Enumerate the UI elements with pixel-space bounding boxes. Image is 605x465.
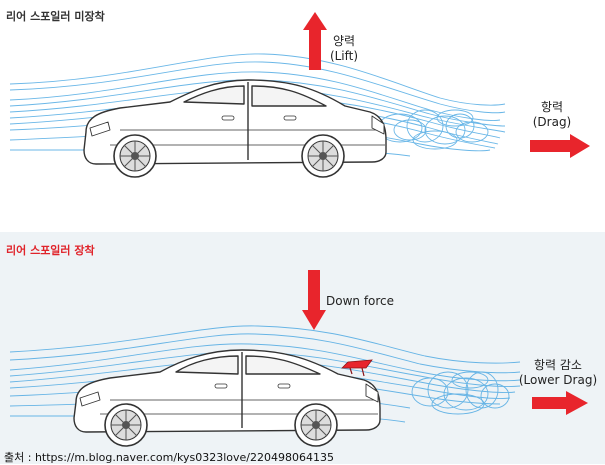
downforce-label: Down force	[326, 294, 394, 309]
source-credit: 출처 : https://m.blog.naver.com/kys0323lov…	[4, 449, 334, 465]
bottom-panel: 리어 스포일러 장착	[0, 232, 605, 464]
lift-label-en: (Lift)	[322, 49, 366, 64]
car-bottom-front-wheel	[105, 404, 147, 446]
lower-drag-label-ko: 항력 감소	[512, 358, 604, 373]
drag-label-en: (Drag)	[526, 115, 578, 130]
bottom-diagram	[0, 232, 605, 464]
lower-drag-label-en: (Lower Drag)	[512, 373, 604, 388]
car-top-front-wheel	[114, 135, 156, 177]
drag-arrow-icon	[530, 134, 590, 158]
lift-label-ko: 양력	[322, 34, 366, 49]
downforce-label-text: Down force	[326, 294, 394, 309]
lower-drag-label: 항력 감소 (Lower Drag)	[512, 358, 604, 388]
lower-drag-arrow-icon	[532, 391, 588, 415]
drag-label-ko: 항력	[526, 100, 578, 115]
car-top-rear-wheel	[302, 135, 344, 177]
car-bottom-rear-wheel	[295, 404, 337, 446]
drag-label: 항력 (Drag)	[526, 100, 578, 130]
top-panel: 리어 스포일러 미장착	[0, 0, 605, 232]
lift-label: 양력 (Lift)	[322, 34, 366, 64]
downforce-arrow-icon	[302, 270, 326, 330]
top-diagram	[0, 0, 605, 232]
